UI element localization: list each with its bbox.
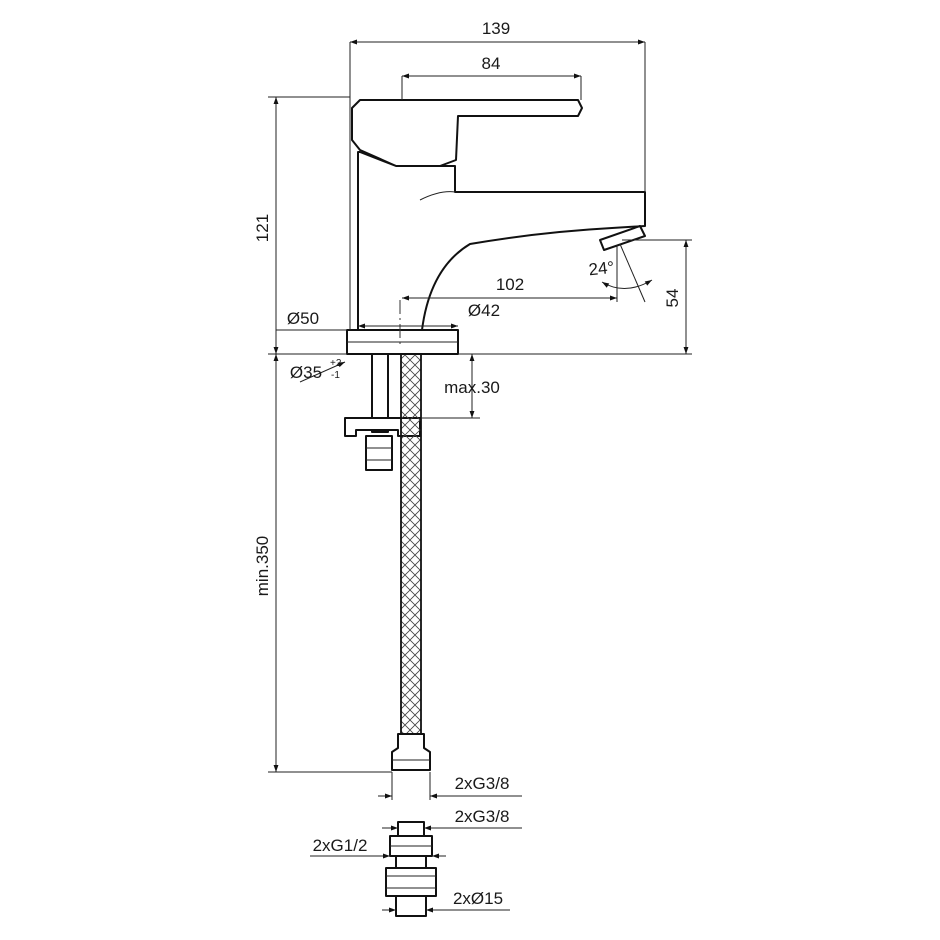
mixer-tap — [344, 99, 646, 471]
dim-deck-thickness — [421, 354, 480, 419]
dim-base-diameter — [276, 323, 458, 331]
dim-spout-height — [458, 239, 692, 355]
label-body-diameter: Ø42 — [468, 301, 500, 320]
label-hole-tol-plus: +2 — [330, 358, 342, 369]
label-adapter-pipe: 2xØ15 — [453, 889, 503, 908]
label-spout-angle: 24° — [588, 258, 616, 280]
label-hose-thread: 2xG3/8 — [455, 774, 510, 793]
dim-hole-diameter — [299, 361, 346, 383]
fixing-rod — [371, 353, 389, 433]
label-spout-height: 54 — [663, 289, 682, 308]
dim-hose-length — [268, 354, 392, 773]
dim-spout-angle — [601, 243, 653, 303]
dim-lever-length — [401, 73, 582, 100]
dim-hose-thread — [378, 772, 522, 800]
label-deck-thickness: max.30 — [444, 378, 500, 397]
label-spout-reach: 102 — [496, 275, 524, 294]
label-base-diameter: Ø50 — [287, 309, 319, 328]
label-adapter-thread-top: 2xG3/8 — [455, 807, 510, 826]
label-lever-length: 84 — [482, 54, 501, 73]
label-hole-diameter: Ø35 — [290, 363, 322, 382]
fixing-nut — [365, 435, 393, 471]
dim-spout-reach — [402, 245, 618, 302]
label-overall-length: 139 — [482, 19, 510, 38]
dim-overall-height — [268, 96, 350, 355]
aerator — [599, 225, 646, 251]
label-overall-height: 121 — [253, 214, 272, 242]
label-hose-length: min.350 — [253, 536, 272, 596]
lever — [351, 99, 583, 167]
dim-overall-length — [349, 39, 646, 330]
hose-end-fitting — [391, 733, 431, 771]
braided-hose — [391, 353, 431, 771]
label-hole-tol-minus: -1 — [331, 370, 340, 381]
label-adapter-thread-side: 2xG1/2 — [313, 836, 368, 855]
adapter — [385, 821, 437, 917]
